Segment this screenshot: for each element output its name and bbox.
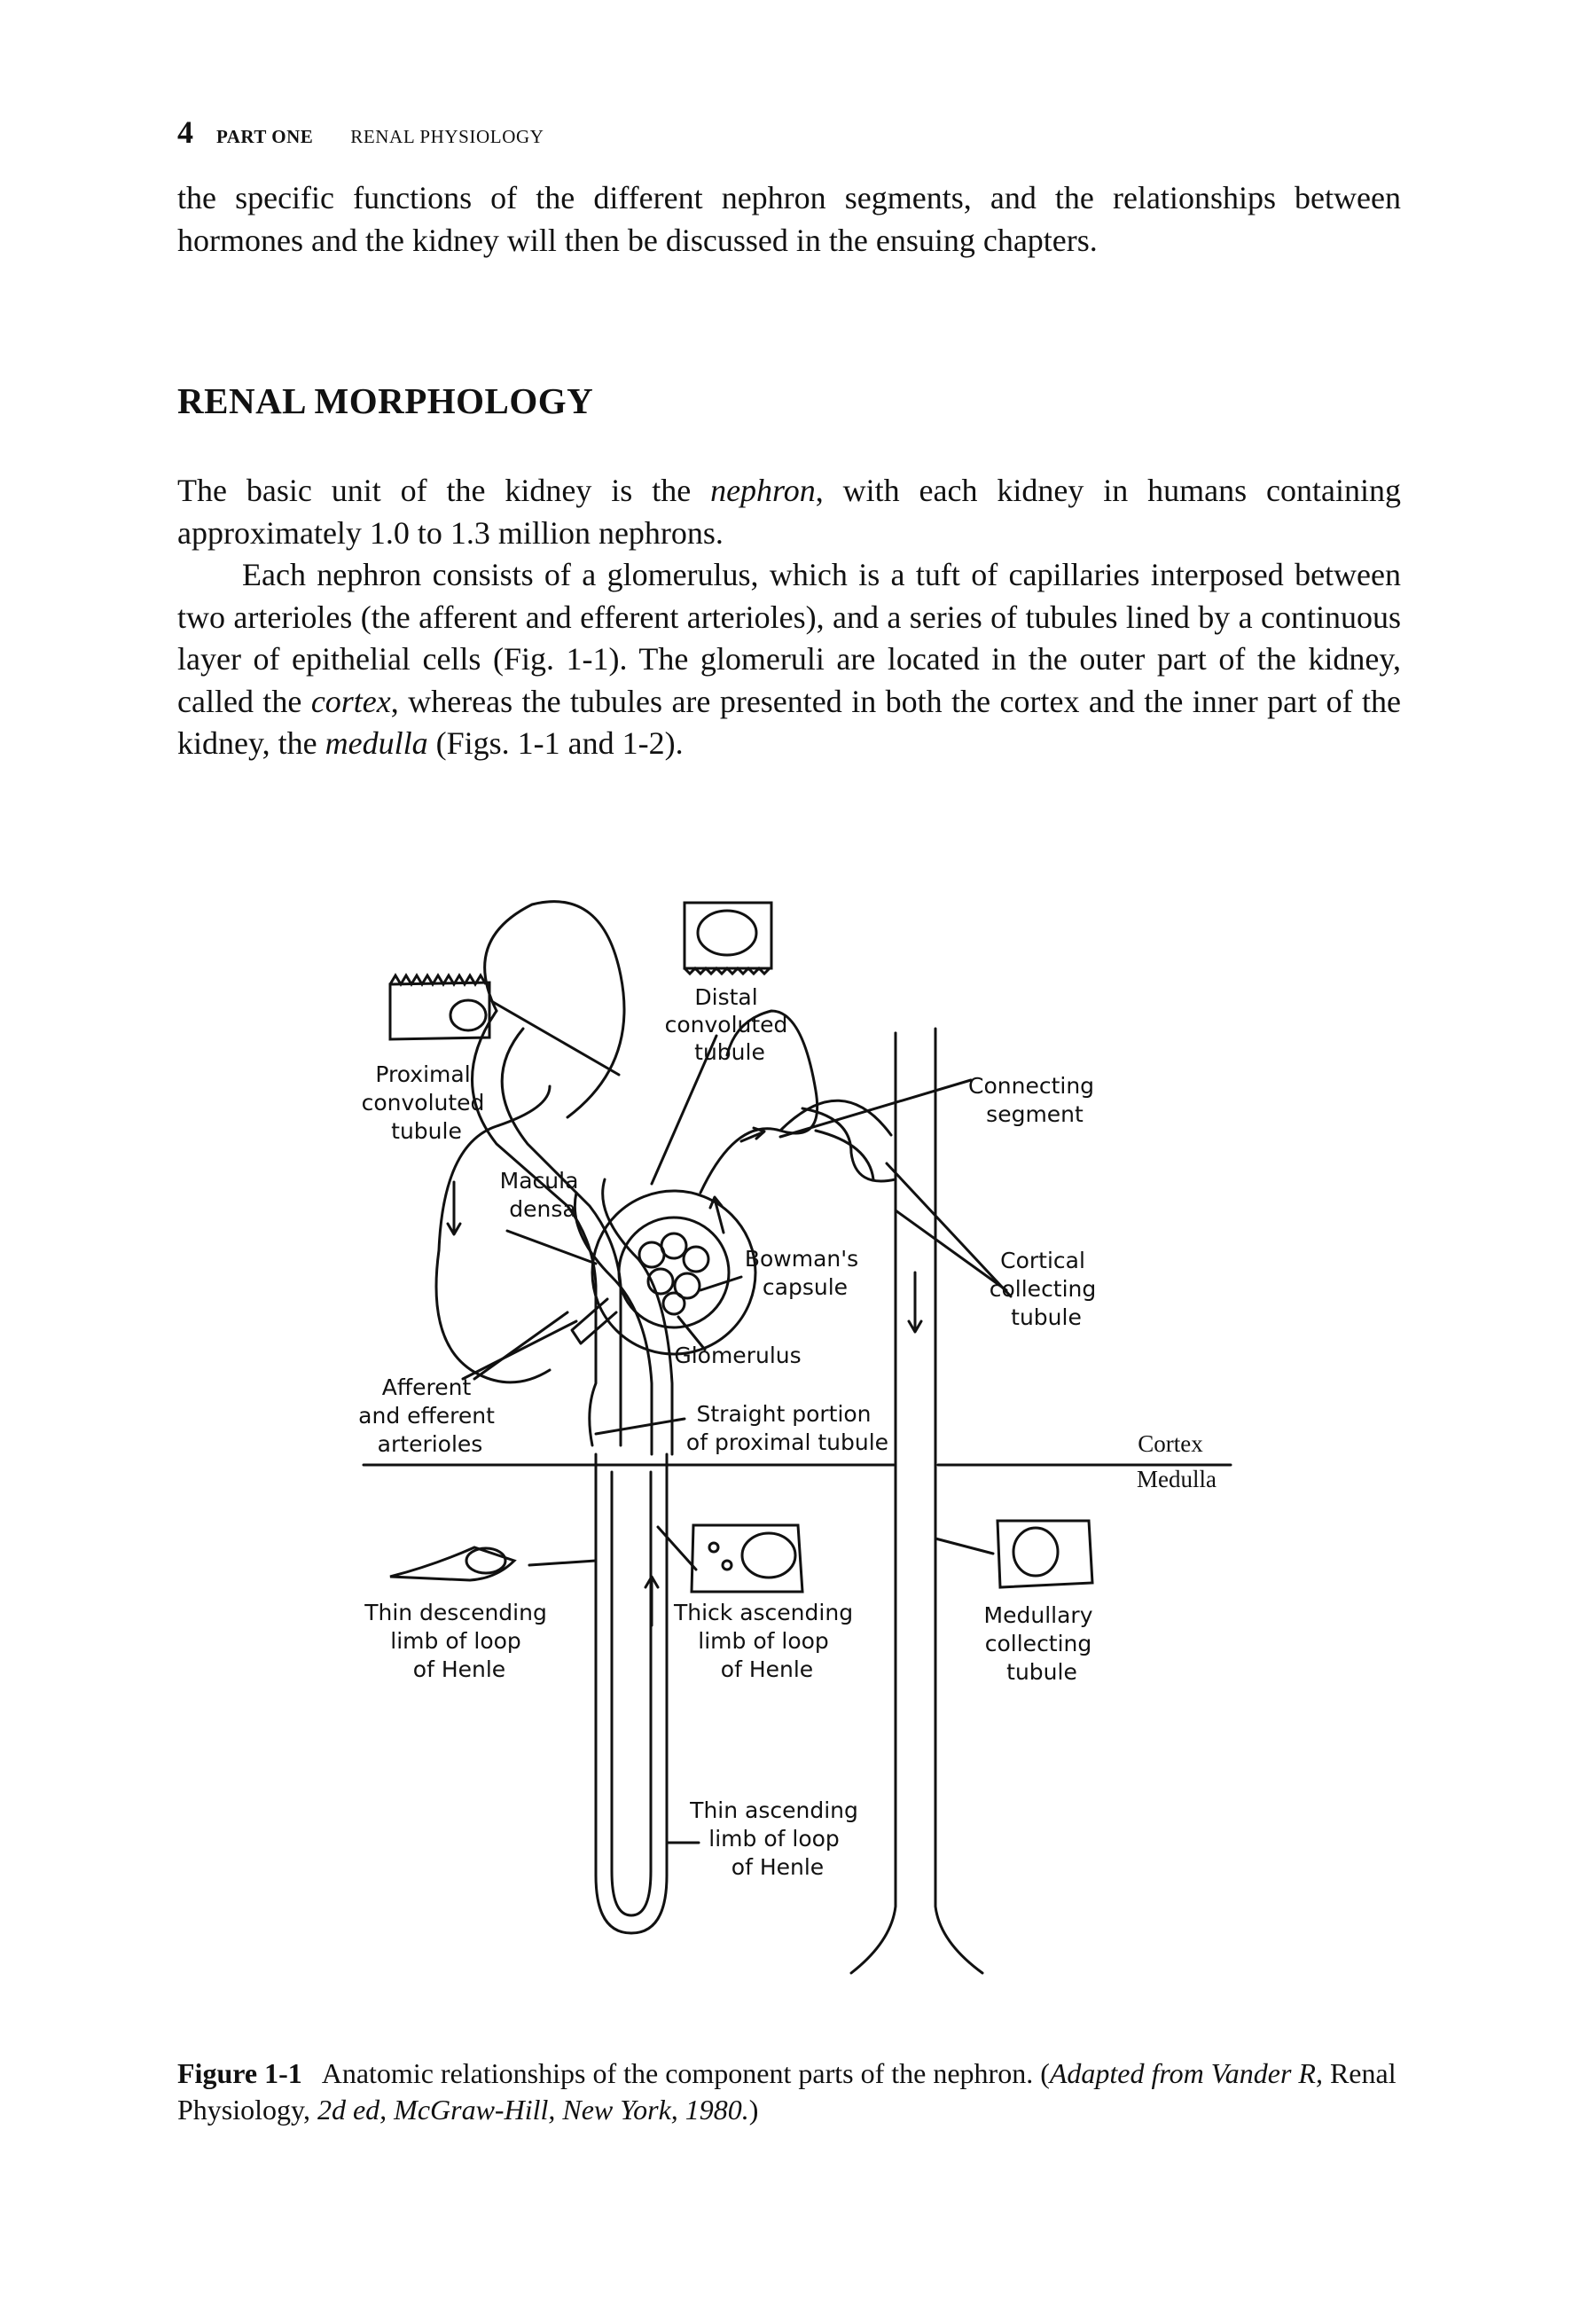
label-arterioles: Afferent and efferent arterioles: [358, 1374, 502, 1457]
page-number: 4: [177, 114, 193, 150]
collecting-duct: [849, 1031, 897, 1975]
label-thin-ascending-limb: Thin ascending limb of loop of Henle: [689, 1797, 865, 1880]
label-glomerulus: Glomerulus: [674, 1343, 801, 1368]
cell-sketches: [388, 901, 1094, 1593]
label-thin-descending-limb: Thin descending limb of loop of Henle: [364, 1600, 554, 1682]
figure-label: Figure 1-1: [177, 2057, 302, 2089]
distal-convoluted-tubule: [699, 1009, 819, 1194]
label-proximal-convoluted-tubule: Proximal convoluted tubule: [362, 1061, 492, 1144]
term-nephron: nephron: [710, 473, 816, 508]
section-label: RENAL PHYSIOLOGY: [350, 126, 544, 147]
bowmans-capsule: [591, 1189, 757, 1356]
distal-cell-sketch: [683, 901, 773, 976]
label-cortex: Cortex: [1138, 1430, 1203, 1457]
part-label: PART ONE: [216, 126, 314, 147]
label-distal-convoluted-tubule: Distal convoluted tubule: [665, 984, 795, 1065]
label-cortical-collecting-tubule: Cortical collecting tubule: [990, 1248, 1103, 1330]
medullary-cell-sketch: [996, 1519, 1094, 1589]
label-medullary-collecting-tubule: Medullary collecting tubule: [984, 1602, 1100, 1685]
proximal-convoluted-tubule: [483, 900, 626, 1119]
label-medulla: Medulla: [1137, 1466, 1217, 1492]
loop-of-henle: [594, 1452, 669, 1935]
proximal-cell-sketch: [388, 973, 491, 1041]
label-bowmans-capsule: Bowman's capsule: [745, 1246, 865, 1300]
glomerulus: [638, 1232, 710, 1316]
paragraph-1: The basic unit of the kidney is the neph…: [177, 473, 1401, 551]
morphology-text: The basic unit of the kidney is the neph…: [177, 470, 1401, 765]
thick-ascending-cell-sketch: [690, 1523, 804, 1593]
label-thick-ascending-limb: Thick ascending limb of loop of Henle: [673, 1600, 860, 1682]
term-cortex: cortex: [310, 683, 391, 719]
figure-labels: Distal convoluted tubule Proximal convol…: [358, 984, 1217, 1880]
label-straight-portion: Straight portion of proximal tubule: [686, 1401, 888, 1455]
term-medulla: medulla: [325, 725, 428, 761]
paragraph-2: Each nephron consists of a glomerulus, w…: [177, 557, 1401, 761]
running-head: 4 PART ONE RENAL PHYSIOLOGY: [177, 114, 544, 151]
intro-paragraph: the specific functions of the different …: [177, 180, 1401, 258]
thin-descending-cell-sketch: [389, 1546, 517, 1582]
label-connecting-segment: Connecting segment: [968, 1073, 1101, 1127]
section-heading: RENAL MORPHOLOGY: [177, 380, 594, 421]
label-macula-densa: Macula densa: [500, 1168, 586, 1222]
